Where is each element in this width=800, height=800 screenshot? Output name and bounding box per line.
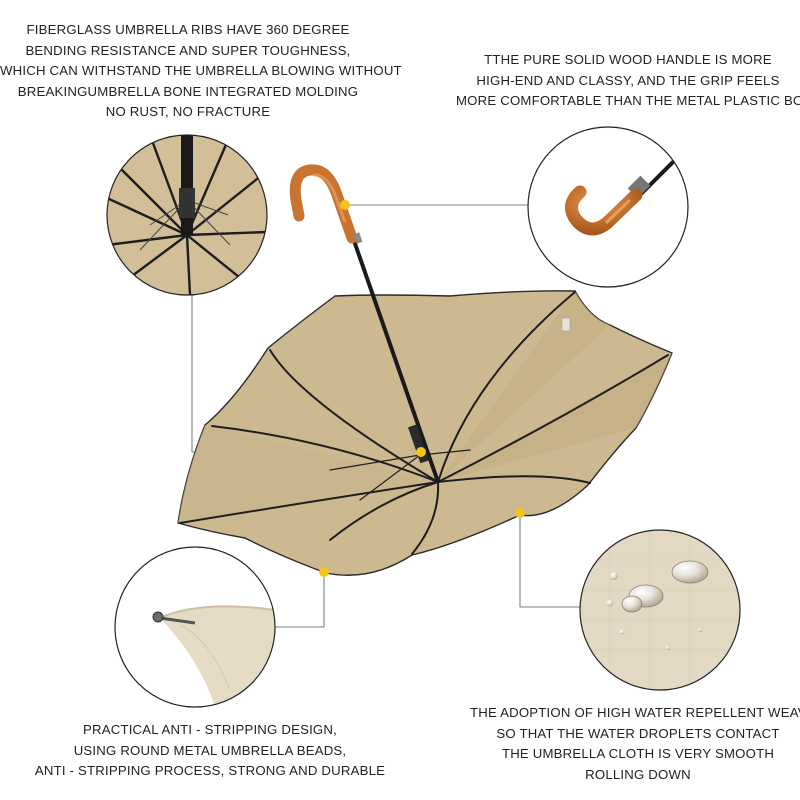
- beads-caption-line: USING ROUND METAL UMBRELLA BEADS,: [73, 742, 347, 758]
- detail-ribs-border: [106, 134, 268, 296]
- leader-line-beads: [275, 573, 325, 628]
- umbrella-stretcher: [359, 454, 421, 501]
- water-droplet: [610, 572, 618, 580]
- umbrella-rib: [329, 481, 439, 541]
- leader-line-weave: [519, 513, 580, 608]
- weave-caption-line: SO THAT THE WATER DROPLETS CONTACT: [496, 725, 780, 741]
- marker-weave: [515, 508, 525, 518]
- handle-caption: TTHE PURE SOLID WOOD HANDLE IS MORE HIGH…: [456, 50, 800, 112]
- umbrella-rib: [411, 481, 440, 555]
- canopy-panel-shade: [178, 425, 438, 523]
- weave-caption-line: THE ADOPTION OF HIGH WATER REPELLENT WEA…: [470, 705, 800, 720]
- umbrella-rib: [437, 354, 669, 483]
- ribs-caption-line: FIBERGLASS UMBRELLA RIBS HAVE 360 DEGREE: [26, 22, 350, 37]
- detail-weave-border: [579, 529, 741, 691]
- umbrella-handle: [289, 164, 358, 244]
- umbrella-tag: [561, 317, 571, 332]
- ribs-caption-line: WHICH CAN WITHSTAND THE UMBRELLA BLOWING…: [0, 63, 402, 78]
- umbrella-main: [177, 164, 673, 576]
- umbrella-rib: [437, 475, 591, 484]
- umbrella-rib: [437, 291, 576, 483]
- canopy-panel-shade: [438, 291, 610, 482]
- handle-caption-line: MORE COMFORTABLE THAN THE METAL PLASTIC …: [456, 93, 800, 108]
- umbrella-rib: [179, 481, 439, 524]
- water-droplet: [621, 595, 643, 613]
- ribs-caption-line: NO RUST, NO FRACTURE: [105, 104, 271, 119]
- water-droplet: [619, 629, 625, 635]
- handle-highlight: [312, 173, 347, 223]
- detail-beads-border: [114, 546, 276, 708]
- canopy-panel-shade: [438, 353, 672, 482]
- umbrella-rib: [211, 425, 439, 483]
- water-droplet: [666, 646, 670, 650]
- handle-ferrule: [353, 232, 363, 244]
- umbrella-shaft: [350, 234, 440, 483]
- weave-caption-line: THE UMBRELLA CLOTH IS VERY SMOOTH: [501, 746, 775, 761]
- beads-caption-line: ANTI - STRIPPING PROCESS, STRONG AND DUR…: [34, 763, 386, 778]
- weave-caption: THE ADOPTION OF HIGH WATER REPELLENT WEA…: [470, 703, 800, 785]
- marker-ribs: [416, 447, 426, 457]
- detail-beads: [114, 546, 276, 708]
- weave-caption-line: ROLLING DOWN: [585, 766, 691, 782]
- water-droplet: [671, 560, 709, 584]
- ribs-caption-line: BENDING RESISTANCE AND SUPER TOUGHNESS,: [25, 42, 351, 58]
- handle-caption-line: HIGH-END AND CLASSY, AND THE GRIP FEELS: [476, 72, 780, 88]
- umbrella-stretcher: [329, 454, 421, 471]
- detail-weave: [579, 529, 741, 691]
- marker-beads: [319, 567, 329, 577]
- ribs-caption-line: BREAKINGUMBRELLA BONE INTEGRATED MOLDING: [17, 83, 359, 99]
- umbrella-rib: [269, 349, 439, 483]
- detail-handle: [527, 126, 689, 288]
- handle-caption-line: TTHE PURE SOLID WOOD HANDLE IS MORE: [484, 52, 772, 67]
- detail-ribs: [106, 134, 268, 296]
- detail-handle-border: [527, 126, 689, 288]
- marker-handle: [340, 200, 350, 210]
- water-droplet: [698, 628, 702, 632]
- beads-caption-line: PRACTICAL ANTI - STRIPPING DESIGN,: [83, 722, 337, 737]
- callout-markers: [319, 200, 525, 577]
- beads-caption: PRACTICAL ANTI - STRIPPING DESIGN, USING…: [30, 720, 390, 782]
- water-droplet: [606, 599, 614, 607]
- ribs-caption: FIBERGLASS UMBRELLA RIBS HAVE 360 DEGREE…: [0, 20, 402, 123]
